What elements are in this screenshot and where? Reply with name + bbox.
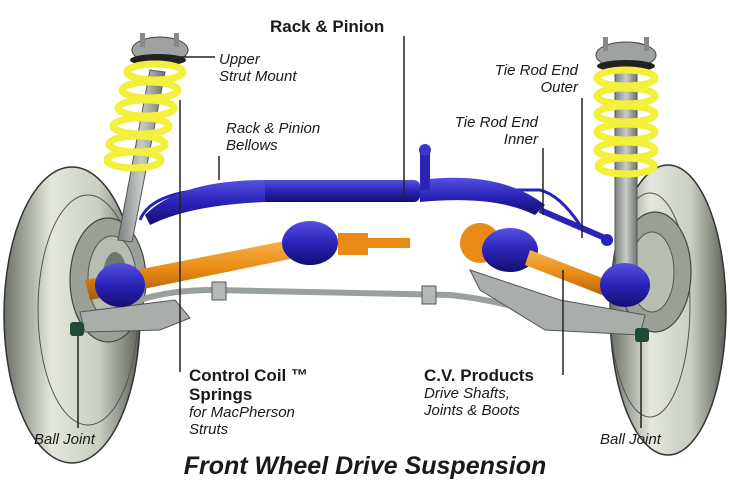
label-cv-products: C.V. Products Drive Shafts, Joints & Boo…: [424, 366, 534, 419]
right-ball-joint: [635, 328, 649, 342]
label-bellows-line1: Rack & Pinion: [226, 120, 321, 137]
label-upper-strut-mount: Upper Strut Mount: [219, 51, 297, 85]
leader-lines: [77, 36, 642, 428]
right-coil-spring: [593, 66, 659, 178]
label-tie-rod-outer: Tie Rod End Outer: [478, 62, 578, 96]
left-control-arm: [70, 299, 191, 336]
label-ball-joint-left: Ball Joint: [34, 431, 95, 448]
label-ball-joint-right: Ball Joint: [600, 431, 661, 448]
cv-products-heading: C.V. Products: [424, 366, 534, 385]
label-tie-rod-inner: Tie Rod End Inner: [438, 114, 538, 148]
cv-products-sub-line2: Joints & Boots: [424, 402, 520, 419]
label-tie-rod-inner-line1: Tie Rod End: [454, 114, 538, 131]
control-coil-heading-line2: Springs: [189, 385, 253, 404]
left-ball-joint: [70, 322, 84, 336]
label-rack-pinion: Rack & Pinion: [270, 17, 385, 36]
control-coil-heading-line1: Control Coil ™: [189, 366, 308, 385]
label-tie-rod-outer-line1: Tie Rod End: [494, 62, 578, 79]
label-rack-pinion-bellows: Rack & Pinion Bellows: [226, 120, 320, 154]
rack-and-pinion: [138, 144, 613, 246]
label-bellows-line2: Bellows: [226, 137, 278, 154]
label-upper-strut-mount-line1: Upper: [219, 51, 260, 68]
right-drive-shaft: [460, 223, 650, 307]
right-control-arm: [469, 269, 649, 342]
label-tie-rod-inner-line2: Inner: [503, 131, 538, 148]
left-drive-shaft: [85, 221, 410, 307]
left-coil-spring: [103, 60, 187, 172]
label-upper-strut-mount-line2: Strut Mount: [219, 68, 297, 85]
control-coil-sub-line2: Struts: [189, 421, 229, 438]
diagram-title: Front Wheel Drive Suspension: [183, 452, 547, 480]
control-coil-sub-line1: for MacPherson: [189, 404, 295, 421]
label-tie-rod-outer-line2: Outer: [540, 79, 578, 96]
cv-products-sub-line1: Drive Shafts,: [424, 385, 510, 402]
label-control-coil-springs: Control Coil ™ Springs for MacPherson St…: [189, 366, 308, 438]
